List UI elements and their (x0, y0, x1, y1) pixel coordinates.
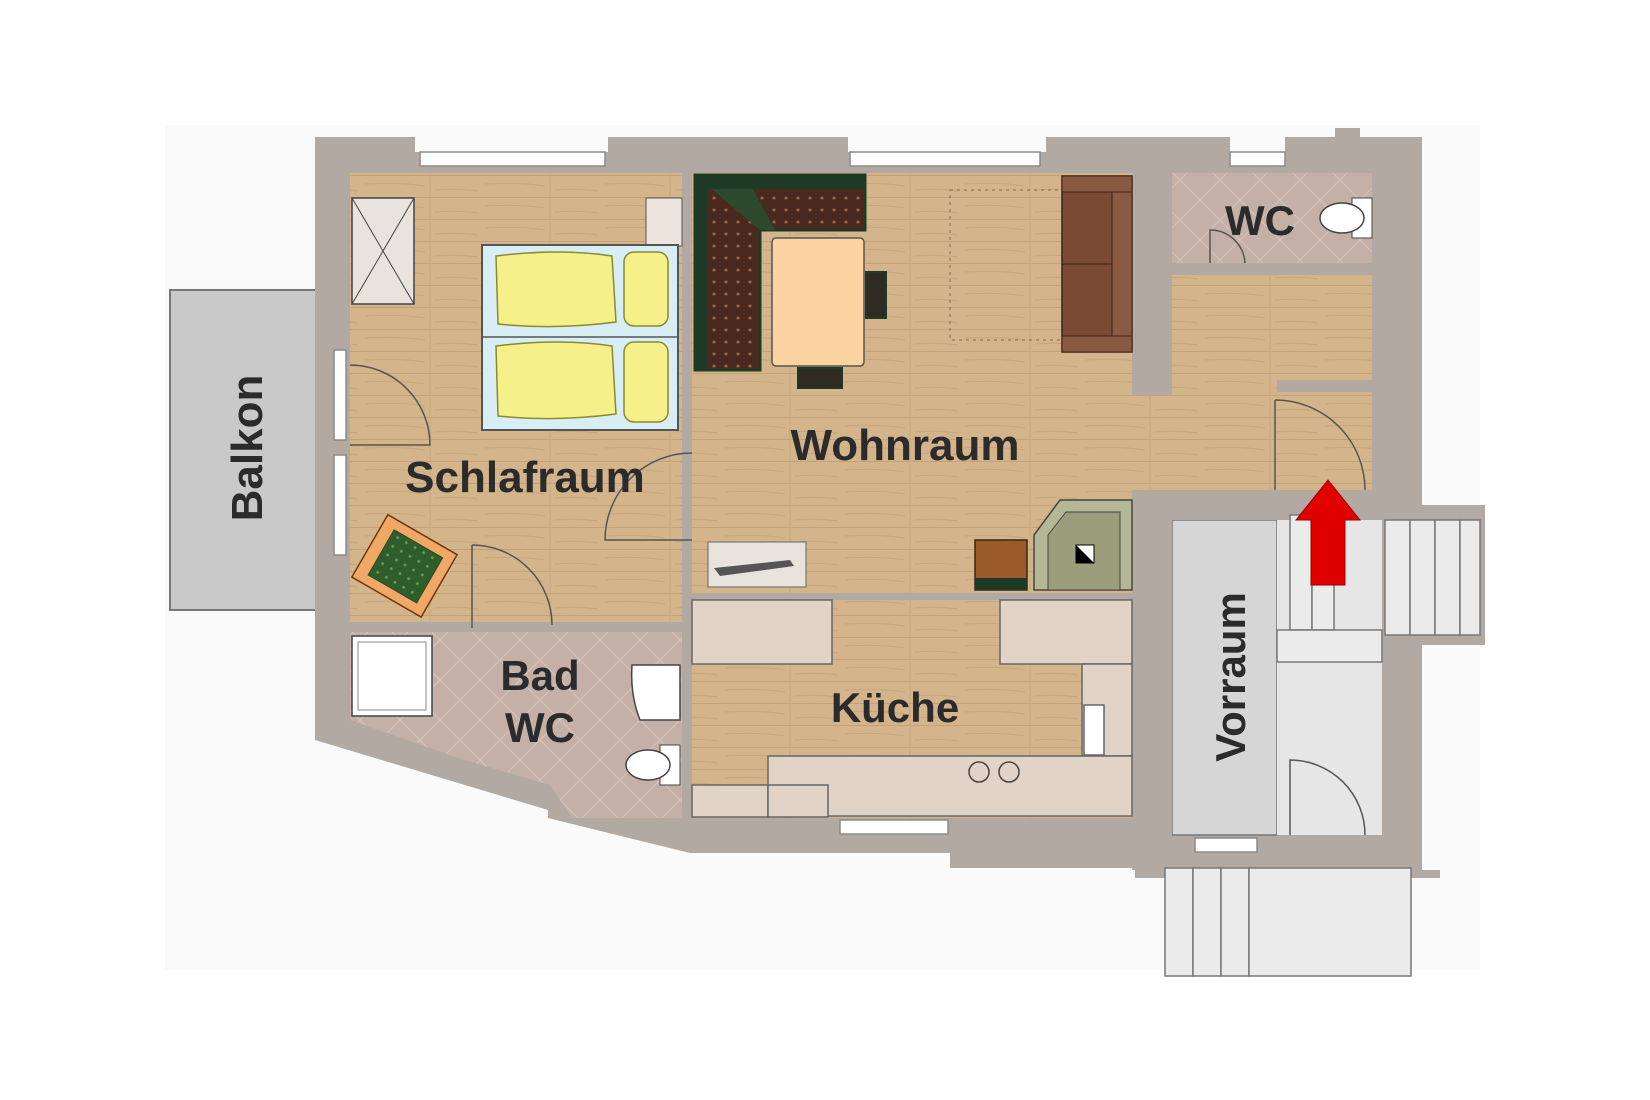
stairs (1164, 514, 1481, 977)
room-label-bad: Bad (500, 652, 579, 699)
balcony (169, 289, 319, 611)
corner-bench-icon (693, 173, 867, 372)
windows (333, 151, 1286, 853)
wardrobe-icon (351, 197, 415, 305)
room-label-schlafraum: Schlafraum (405, 453, 645, 502)
sink-icon (630, 664, 681, 721)
room-label-bad-wc: WC (505, 704, 575, 751)
doors (349, 229, 1366, 836)
bathroom-floor (350, 632, 682, 818)
room-label-balkon: Balkon (223, 375, 272, 522)
double-bed-icon (481, 197, 683, 431)
sideboard-icon (707, 541, 807, 588)
entrance-arrow-icon (1294, 479, 1362, 586)
wc-toilet-icon (1319, 197, 1373, 239)
shower-tray-icon (351, 635, 433, 717)
rug (949, 189, 1071, 341)
dining-table-icon (771, 237, 887, 389)
armchair-icon (350, 513, 459, 619)
room-label-kueche: Küche (831, 684, 959, 731)
tiled-stove-icon (974, 499, 1133, 591)
room-label-wc: WC (1225, 197, 1295, 244)
inner-walls (350, 137, 1422, 870)
toilet-icon (625, 744, 681, 786)
room-label-vorraum: Vorraum (1207, 592, 1254, 762)
room-label-wohnraum: Wohnraum (791, 421, 1020, 470)
sofa-icon (1061, 175, 1133, 353)
kitchen-counters (691, 599, 1133, 818)
stove-icon (968, 761, 1020, 783)
